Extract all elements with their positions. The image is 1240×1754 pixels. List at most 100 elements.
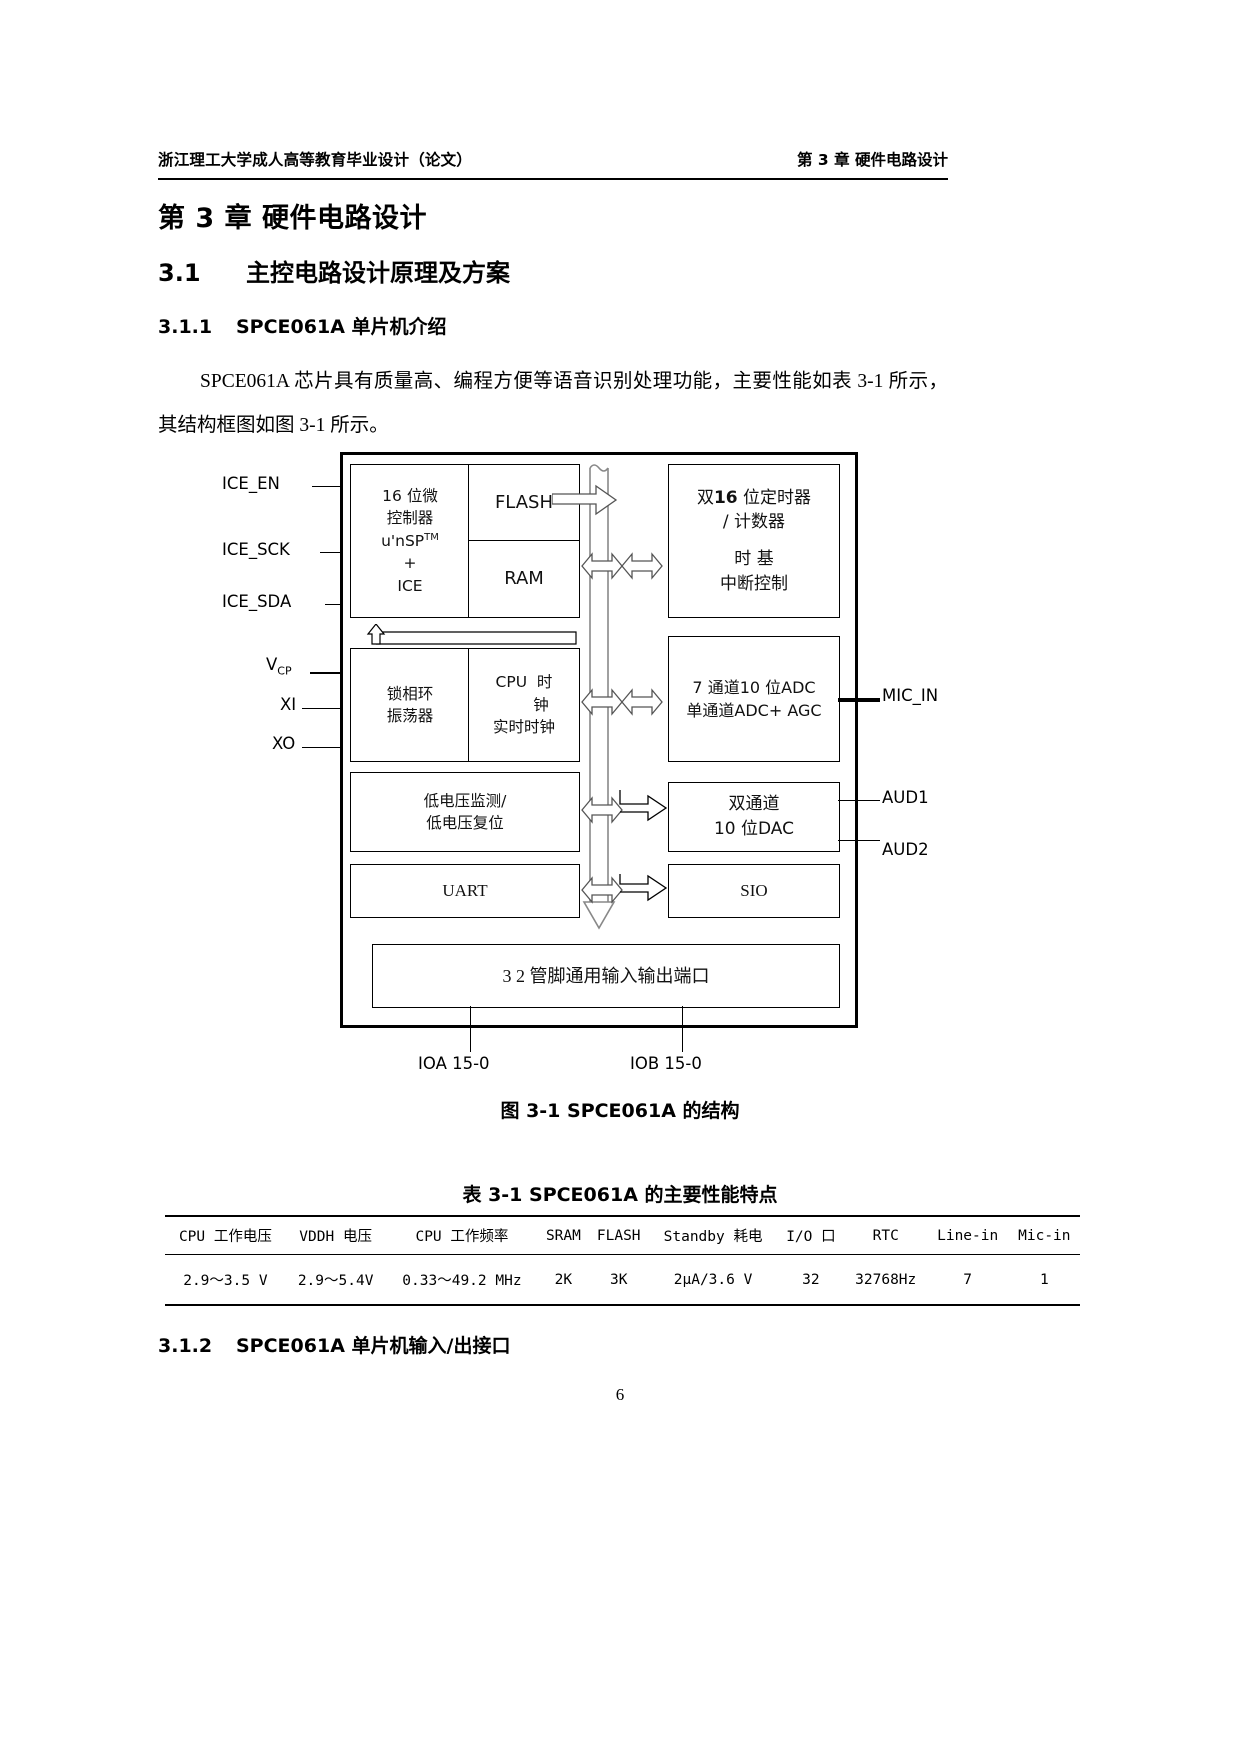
mcu-line-2: 控制器 (386, 509, 434, 528)
block-gpio: 3 2 管脚通用输入输出端口 (372, 944, 840, 1008)
pin-line-mic-in (838, 698, 880, 702)
table-header-cell: I/O 口 (777, 1215, 845, 1255)
table-header-cell: VDDH 电压 (285, 1215, 386, 1255)
mcu-line-4: + (403, 554, 417, 573)
block-sio: SIO (668, 864, 840, 918)
table-header-cell: RTC (844, 1215, 927, 1255)
table-header-cell: CPU 工作电压 (165, 1215, 286, 1255)
section-3-1-2-title: SPCE061A 单片机输入/出接口 (236, 1335, 511, 1357)
spce061a-block-diagram: ICE_EN ICE_SCK ICE_SDA VCP XI XO 16 位微 控… (222, 452, 938, 1073)
block-uart: UART (350, 864, 580, 918)
pin-line-ioa (470, 1006, 471, 1052)
mcu-line-1: 16 位微 (382, 486, 438, 505)
table-header-cell: FLASH (588, 1215, 650, 1255)
table-cell: 2.9～3.5 V (165, 1254, 286, 1306)
pin-label-ice-sck: ICE_SCK (222, 540, 290, 559)
table-header-cell: Mic-in (1008, 1215, 1080, 1255)
mcu-line-5: ICE (397, 576, 423, 595)
pin-line-iob (682, 1006, 683, 1052)
pin-label-ice-sda: ICE_SDA (222, 592, 292, 611)
bus-arrow-uart (580, 872, 624, 908)
pin-line-ice-sck (320, 552, 352, 553)
pin-line-xo (302, 747, 352, 748)
header-rule (158, 178, 948, 180)
block-dac: 双通道 10 位DAC (668, 782, 840, 852)
section-3-1-title: 主控电路设计原理及方案 (246, 259, 510, 287)
section-3-1-heading: 3.1 主控电路设计原理及方案 (158, 253, 510, 288)
timer-line-1: 双16 位定时器 (696, 487, 812, 508)
table-caption: 表 3-1 SPCE061A 的主要性能特点 (462, 1184, 778, 1206)
table-cell: 2.9～5.4V (285, 1254, 386, 1306)
pin-label-ice-en: ICE_EN (222, 474, 280, 493)
lv-line-2: 低电压复位 (426, 814, 504, 832)
pin-label-vcp: VCP (266, 655, 292, 678)
table-cell: 2μA/3.6 V (649, 1254, 778, 1306)
pin-label-iob: IOB 15-0 (630, 1054, 702, 1073)
bus-arrow-cpu (580, 684, 624, 720)
pin-label-mic-in: MIC_IN (882, 686, 939, 705)
block-ram: RAM (468, 540, 580, 618)
timer-line-4: 中断控制 (720, 573, 788, 594)
bus-arrow-flash (551, 482, 622, 522)
block-low-voltage: 低电压监测/ 低电压复位 (350, 772, 580, 852)
table-cell: 0.33～49.2 MHz (385, 1254, 539, 1306)
table-cell: 32 (777, 1254, 845, 1306)
pin-line-ice-sda (325, 604, 352, 605)
pin-label-xo: XO (272, 734, 296, 753)
pin-label-xi: XI (280, 695, 297, 714)
pll-line-1: 锁相环 (386, 684, 434, 703)
pin-label-aud1: AUD1 (882, 788, 929, 807)
bus-arrow-dac (618, 782, 668, 828)
cpu-line-2: 钟 (533, 695, 549, 714)
ram-label: RAM (504, 567, 544, 589)
block-adc: 7 通道10 位ADC 单通道ADC+ AGC (668, 636, 840, 762)
block-pll-oscillator: 锁相环 振荡器 (350, 648, 470, 762)
bus-arrow-timer (620, 548, 664, 584)
table-header-cell: Standby 耗电 (649, 1215, 778, 1255)
table-header-row: CPU 工作电压 VDDH 电压 CPU 工作频率 SRAM FLASH Sta… (165, 1215, 1080, 1255)
section-3-1-1-title: SPCE061A 单片机介绍 (236, 316, 447, 338)
table-cell: 2K (538, 1254, 589, 1306)
block-timer-counter: 双16 位定时器 / 计数器 时 基 中断控制 (668, 464, 840, 618)
table-header-cell: SRAM (538, 1215, 589, 1255)
pin-label-ioa: IOA 15-0 (418, 1054, 490, 1073)
header-left-text: 浙江理工大学成人高等教育毕业设计（论文） (158, 151, 473, 169)
section-3-1-number: 3.1 (158, 259, 201, 287)
section-3-1-1-heading: 3.1.1 SPCE061A 单片机介绍 (158, 312, 447, 339)
table-header-cell: CPU 工作频率 (385, 1215, 539, 1255)
lv-line-1: 低电压监测/ (423, 791, 507, 810)
block-microcontroller: 16 位微 控制器 u'nSPTM + ICE (350, 464, 470, 618)
pll-line-2: 振荡器 (386, 707, 434, 725)
header-right-text: 第 3 章 硬件电路设计 (797, 151, 948, 169)
adc-line-1: 7 通道10 位ADC (692, 677, 816, 697)
table-header-cell: Line-in (926, 1215, 1009, 1255)
table-cell: 32768Hz (844, 1254, 927, 1306)
central-bus (582, 462, 616, 932)
pin-label-aud2: AUD2 (882, 840, 929, 859)
pin-line-vcp (310, 672, 352, 674)
pin-line-ice-en (312, 486, 352, 487)
pin-line-xi (302, 708, 352, 709)
gpio-label: 3 2 管脚通用输入输出端口 (502, 965, 710, 986)
page-number: 6 (615, 1385, 625, 1404)
flash-label: FLASH (494, 491, 554, 513)
table-cell: 3K (588, 1254, 650, 1306)
timer-line-2: / 计数器 (722, 512, 786, 533)
sio-label: SIO (740, 880, 768, 900)
adc-line-2: 单通道ADC+ AGC (686, 701, 822, 720)
cpu-line-3: 实时时钟 (492, 718, 555, 737)
section-3-1-1-number: 3.1.1 (158, 316, 213, 338)
pin-line-aud1 (838, 800, 880, 801)
intro-paragraph: SPCE061A 芯片具有质量高、编程方便等语音识别处理功能，主要性能如表 3-… (158, 371, 948, 436)
performance-table: CPU 工作电压 VDDH 电压 CPU 工作频率 SRAM FLASH Sta… (165, 1215, 1080, 1306)
block-cpu-clock: CPU 时 钟 实时时钟 (468, 648, 580, 762)
dac-line-2: 10 位DAC (713, 819, 795, 839)
bus-arrow-ram (580, 548, 624, 584)
table-cell: 7 (926, 1254, 1009, 1306)
running-header: 浙江理工大学成人高等教育毕业设计（论文） 第 3 章 硬件电路设计 (158, 148, 948, 178)
mcu-line-3: u'nSPTM (381, 531, 439, 550)
table-cell: 1 (1008, 1254, 1080, 1306)
table-row: 2.9～3.5 V 2.9～5.4V 0.33～49.2 MHz 2K 3K 2… (165, 1254, 1080, 1306)
